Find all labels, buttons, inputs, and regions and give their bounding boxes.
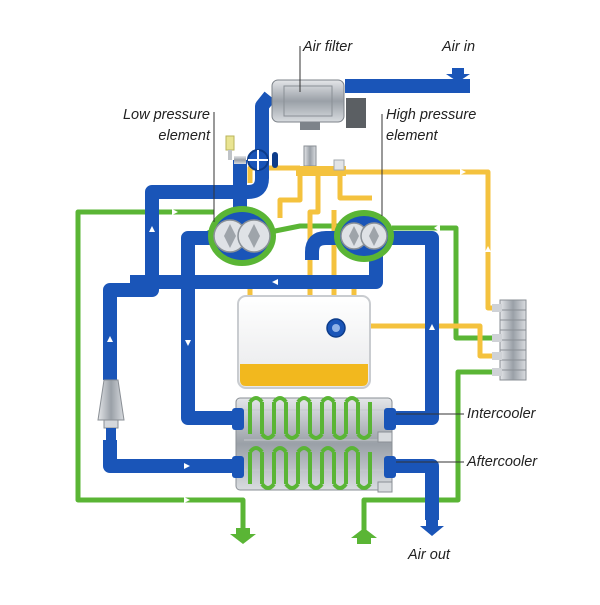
- air-out-arrow-icon: [420, 520, 444, 536]
- high-pressure-element: [334, 210, 394, 262]
- arrow-icon: [460, 169, 466, 175]
- leader-lines: [213, 46, 464, 463]
- arrow-icon: [434, 224, 440, 232]
- water-pipe-left-loop: [75, 209, 246, 528]
- air-pipe-separator-to-aftercooler: [103, 440, 238, 473]
- air-pipe-outlet: [390, 459, 439, 520]
- oil-pipe-to-lp: [277, 176, 303, 218]
- air-in-label: Air in: [442, 39, 476, 55]
- oil-pipe-to-hp: [337, 176, 372, 201]
- air-arrows: [107, 226, 435, 469]
- air-filter-label: Air filter: [303, 39, 353, 55]
- air-pipe-lp-to-intercooler: [181, 231, 238, 425]
- air-in-arrow-icon: [446, 68, 470, 82]
- arrow-icon: [429, 324, 435, 330]
- air-filter: [271, 79, 366, 130]
- arrow-icon: [149, 226, 155, 232]
- oil-pipe-return: [344, 323, 500, 359]
- oil-cooler: [492, 299, 527, 381]
- high-pressure-label-line2: element: [386, 128, 438, 144]
- low-pressure-label-line2: element: [158, 128, 210, 144]
- aftercooler-coil: [248, 452, 372, 484]
- arrow-icon: [272, 279, 278, 285]
- water-out-arrow-icon: [230, 528, 256, 544]
- water-separator: [97, 379, 125, 440]
- low-pressure-element: [208, 206, 276, 266]
- arrow-icon: [172, 209, 178, 215]
- air-pipe-filter-to-lp: [103, 91, 276, 380]
- low-pressure-label-line1: Low pressure: [122, 107, 210, 123]
- unloader-valve: [296, 145, 346, 176]
- aftercooler-label: Aftercooler: [467, 454, 538, 470]
- air-circuit: [103, 79, 470, 520]
- cooler-block: [232, 396, 396, 493]
- arrow-icon: [107, 336, 113, 342]
- arrow-icon: [184, 497, 190, 503]
- intake-valve: [225, 135, 278, 171]
- air-pipe-hp-to-aftercooler: [305, 231, 346, 260]
- intercooler-label: Intercooler: [467, 406, 536, 422]
- intercooler-coil: [248, 402, 372, 434]
- water-in-arrow-icon: [351, 528, 377, 544]
- oil-arrows: [460, 169, 491, 252]
- oil-pump: [326, 318, 346, 338]
- air-out-label: Air out: [408, 547, 450, 563]
- oil-tank: [237, 295, 371, 389]
- high-pressure-label-line1: High pressure: [386, 107, 477, 123]
- water-pipe-to-cooler: [361, 369, 500, 530]
- arrow-icon: [184, 463, 190, 469]
- arrow-icon: [185, 340, 191, 346]
- water-arrows: [172, 209, 440, 503]
- air-pipe-hp-down: [130, 254, 383, 289]
- arrow-icon: [485, 246, 491, 252]
